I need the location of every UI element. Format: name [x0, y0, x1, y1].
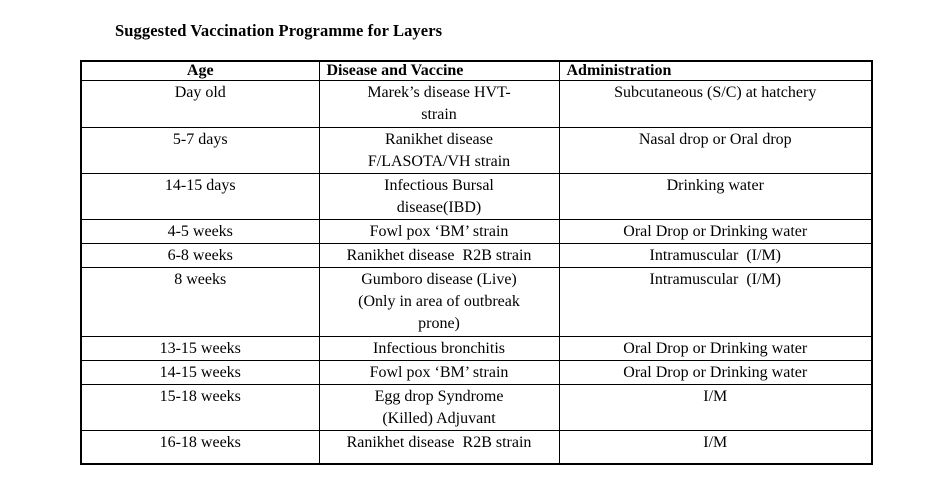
disease-cell: Marek’s disease HVT- strain: [318, 80, 560, 128]
administration-cell: I/M: [558, 384, 873, 431]
table-row: 5-7 days Ranikhet disease F/LASOTA/VH st…: [80, 127, 873, 174]
vaccination-table: Age Disease and Vaccine Administration D…: [80, 60, 873, 465]
table-row: 15-18 weeks Egg drop Syndrome (Killed) A…: [80, 384, 873, 431]
administration-cell: Nasal drop or Oral drop: [558, 127, 873, 174]
disease-cell: Gumboro disease (Live) (Only in area of …: [318, 267, 560, 337]
administration-cell: Oral Drop or Drinking water: [558, 336, 873, 361]
administration-cell: Subcutaneous (S/C) at hatchery: [558, 80, 873, 128]
column-header-age: Age: [80, 60, 320, 81]
table-row: 13-15 weeks Infectious bronchitis Oral D…: [80, 336, 873, 361]
header-row: Age Disease and Vaccine Administration: [80, 60, 873, 81]
disease-cell: Ranikhet disease R2B strain: [318, 243, 560, 268]
table-row: Day old Marek’s disease HVT- strain Subc…: [80, 80, 873, 128]
page-title: Suggested Vaccination Programme for Laye…: [115, 21, 443, 40]
administration-cell: Intramuscular (I/M): [558, 267, 873, 337]
disease-cell: Egg drop Syndrome (Killed) Adjuvant: [318, 384, 560, 431]
column-header-administration: Administration: [558, 60, 873, 81]
age-cell: 14-15 days: [80, 173, 320, 220]
age-cell: 16-18 weeks: [80, 430, 320, 464]
age-cell: 8 weeks: [80, 267, 320, 337]
disease-cell: Infectious bronchitis: [318, 336, 560, 361]
age-cell: 14-15 weeks: [80, 360, 320, 385]
table-row: 4-5 weeks Fowl pox ‘BM’ strain Oral Drop…: [80, 219, 873, 244]
age-cell: Day old: [80, 80, 320, 128]
age-cell: 15-18 weeks: [80, 384, 320, 431]
administration-cell: Drinking water: [558, 173, 873, 220]
column-header-disease: Disease and Vaccine: [318, 60, 560, 81]
disease-cell: Ranikhet disease R2B strain: [318, 430, 560, 464]
administration-cell: Intramuscular (I/M): [558, 243, 873, 268]
administration-cell: I/M: [558, 430, 873, 464]
table-row: 6-8 weeks Ranikhet disease R2B strain In…: [80, 243, 873, 268]
disease-cell: Infectious Bursal disease(IBD): [318, 173, 560, 220]
administration-cell: Oral Drop or Drinking water: [558, 219, 873, 244]
age-cell: 4-5 weeks: [80, 219, 320, 244]
disease-cell: Fowl pox ‘BM’ strain: [318, 219, 560, 244]
disease-cell: Ranikhet disease F/LASOTA/VH strain: [318, 127, 560, 174]
table-row: 14-15 weeks Fowl pox ‘BM’ strain Oral Dr…: [80, 360, 873, 385]
table-row: 14-15 days Infectious Bursal disease(IBD…: [80, 173, 873, 220]
age-cell: 13-15 weeks: [80, 336, 320, 361]
age-cell: 5-7 days: [80, 127, 320, 174]
administration-cell: Oral Drop or Drinking water: [558, 360, 873, 385]
table-row: 16-18 weeks Ranikhet disease R2B strain …: [80, 430, 873, 464]
age-cell: 6-8 weeks: [80, 243, 320, 268]
disease-cell: Fowl pox ‘BM’ strain: [318, 360, 560, 385]
table-row: 8 weeks Gumboro disease (Live) (Only in …: [80, 267, 873, 337]
